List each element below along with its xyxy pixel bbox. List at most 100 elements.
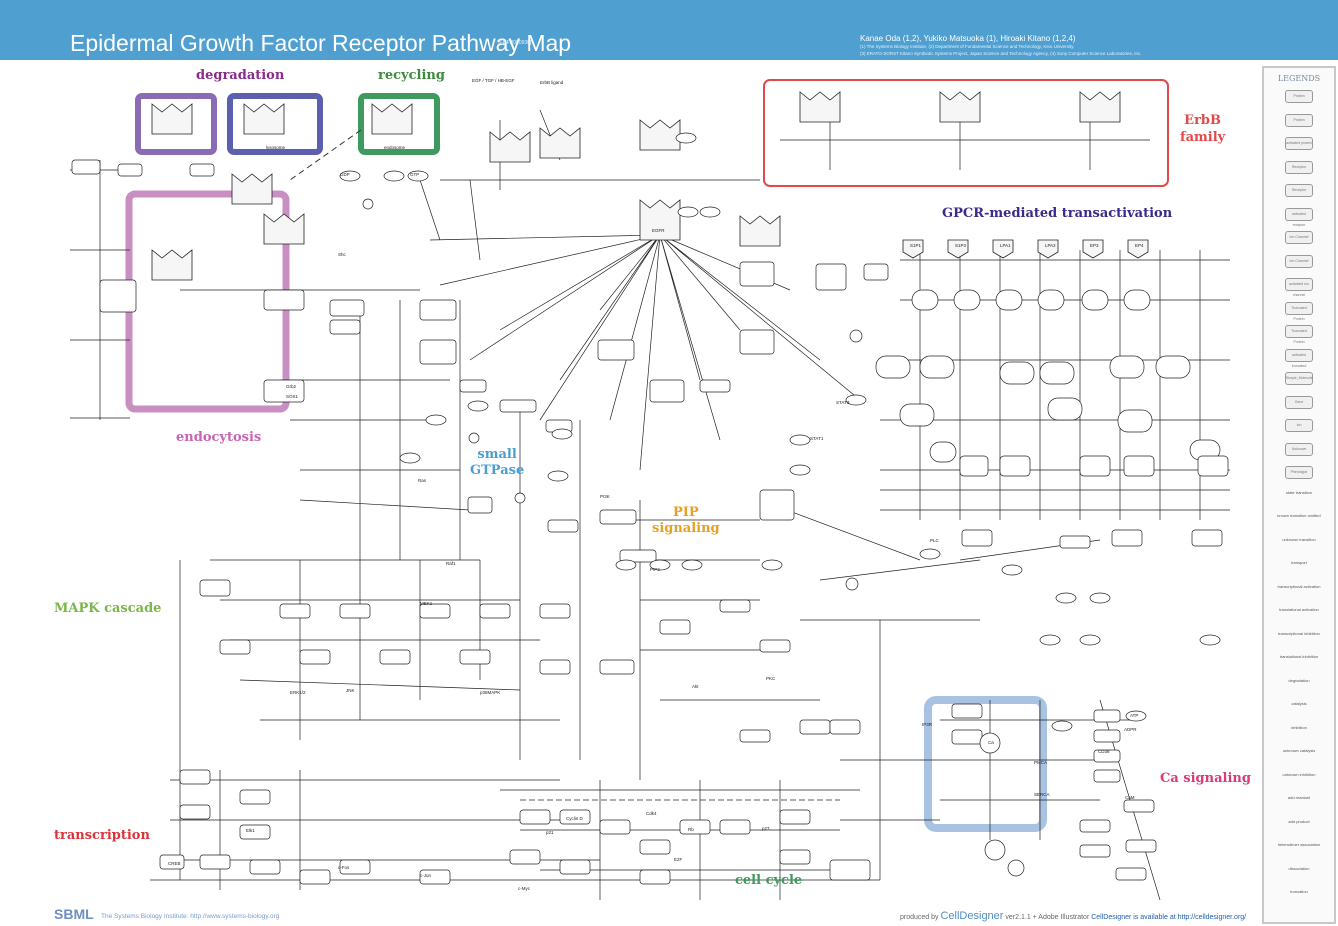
legend-symbol: Ion Channel <box>1285 231 1313 244</box>
sbml-logo: SBML <box>54 906 94 922</box>
legend-symbol: Protein <box>1285 113 1313 127</box>
legend-item: Simple_Molecule <box>1267 372 1331 385</box>
legend-symbol: activated truncated protein <box>1285 348 1313 379</box>
header-bar: Epidermal Growth Factor Receptor Pathway… <box>0 0 1338 60</box>
legend-item: Ion Channel <box>1267 254 1331 268</box>
legend-item: activated receptor <box>1267 207 1331 227</box>
degradation-box <box>135 93 217 155</box>
legend-symbol: Ion Channel <box>1285 254 1313 268</box>
erbb-family-box <box>763 79 1169 187</box>
map-code: [EGFR060930] <box>498 40 532 46</box>
legend-caption: catalysis <box>1291 701 1307 706</box>
legend-caption: translational activation <box>1279 607 1319 612</box>
legend-item: activated protein <box>1267 137 1331 150</box>
endocytosis-box <box>125 190 290 413</box>
erbb-family-line-1: ErbB <box>1184 113 1222 128</box>
small-gtpase-line-1: small <box>477 447 517 462</box>
legends-title: LEGENDS <box>1277 74 1321 83</box>
lysosome-box <box>227 93 323 155</box>
legend-caption: translational inhibition <box>1279 654 1319 659</box>
legend-item: unknown transition <box>1267 537 1331 542</box>
legend-symbol: Receptor <box>1285 184 1313 197</box>
degradation-label: degradation <box>196 68 285 83</box>
pip-signaling-label: PIP signaling <box>652 505 720 537</box>
legend-item: Phenotype <box>1267 466 1331 479</box>
legend-item: activated truncated protein <box>1267 348 1331 379</box>
legend-symbol: Phenotype <box>1285 466 1313 479</box>
affiliation-line-1: (1) The Systems Biology Institute, (2) D… <box>860 44 1075 49</box>
authors: Kanae Oda (1,2), Yukiko Matsuoka (1), Hi… <box>860 34 1076 43</box>
map-title: Epidermal Growth Factor Receptor Pathway… <box>70 30 572 56</box>
legend-caption: transport <box>1291 560 1307 565</box>
legend-item: Protein <box>1267 90 1331 103</box>
erbb-family-label: ErbB family <box>1180 112 1225 146</box>
legend-item: dissociation <box>1267 866 1331 871</box>
legend-item: transcriptional inhibition <box>1267 631 1331 636</box>
legend-item: heterodimer association <box>1267 842 1331 847</box>
legend-item: catalysis <box>1267 701 1331 706</box>
gpcr-transactivation-label: GPCR-mediated transactivation <box>942 206 1173 221</box>
legend-item: Receptor <box>1267 160 1331 174</box>
celldesigner-url[interactable]: http://celldesigner.org/ <box>1177 914 1247 921</box>
mapk-cascade-label: MAPK cascade <box>54 601 162 616</box>
transcription-label: transcription <box>54 828 150 843</box>
produced-by: produced by CellDesigner ver2.1.1 + Adob… <box>900 910 1246 922</box>
small-molecules <box>339 132 1221 877</box>
legend-item: Truncated Protein <box>1267 301 1331 321</box>
legend-item: unknown catalysis <box>1267 748 1331 753</box>
celldesigner-logo: CellDesigner <box>940 910 1004 922</box>
legend-symbol: Receptor <box>1285 160 1313 174</box>
version-text: ver2.1.1 + Adobe Illustrator <box>1005 914 1090 921</box>
protein-boxes <box>71 159 1223 885</box>
legend-caption: state transition <box>1285 489 1312 495</box>
legend-item: Protein <box>1267 113 1331 127</box>
legend-symbol: Truncated Protein <box>1285 325 1313 344</box>
legend-item: Truncated Protein <box>1267 325 1331 344</box>
legend-caption: known transition omitted <box>1277 513 1321 518</box>
legend-item: unknown inhibition <box>1267 772 1331 777</box>
legend-item: Unknown <box>1267 442 1331 456</box>
legend-item: translational inhibition <box>1267 654 1331 659</box>
legend-caption: transcriptional activation <box>1277 583 1321 589</box>
legend-symbol: Unknown <box>1285 442 1313 456</box>
legend-caption: transcriptional inhibition <box>1278 630 1320 636</box>
ca-signaling-label: Ca signaling <box>1160 771 1251 786</box>
legend-item: known transition omitted <box>1267 513 1331 518</box>
legend-caption: degradation <box>1288 677 1310 683</box>
legend-symbol: Simple_Molecule <box>1285 372 1313 385</box>
small-gtpase-label: small GTPase <box>470 447 524 479</box>
legend-item: Gene <box>1267 395 1331 409</box>
produced-by-text: produced by <box>900 914 939 921</box>
legend-item: translational activation <box>1267 607 1331 612</box>
receptor-shapes <box>151 91 1149 281</box>
legend-caption: unknown inhibition <box>1282 771 1316 777</box>
legend-symbol: Gene <box>1285 395 1313 409</box>
legend-symbol: activated receptor <box>1285 207 1313 227</box>
legend-caption: heterodimer association <box>1277 842 1321 847</box>
available-text: CellDesigner is available at <box>1091 914 1176 921</box>
ca-signaling-box <box>924 696 1047 832</box>
legend-item: transcriptional activation <box>1267 584 1331 589</box>
legend-item: Ion Channel <box>1267 231 1331 244</box>
legend-item: transport <box>1267 560 1331 565</box>
pip-signaling-line-2: signaling <box>652 521 720 536</box>
legend-symbol: activated ion channel <box>1285 278 1313 297</box>
sbi-link[interactable]: The Systems Biology Institute: http://ww… <box>101 913 280 920</box>
pip-signaling-line-1: PIP <box>673 505 699 520</box>
small-gtpase-line-2: GTPase <box>470 463 525 478</box>
legend-item: Ion <box>1267 419 1331 432</box>
legend-item: degradation <box>1267 678 1331 683</box>
legend-caption: dissociation <box>1288 865 1310 871</box>
legend-item: Receptor <box>1267 184 1331 197</box>
cell-cycle-label: cell cycle <box>735 873 803 888</box>
legend-item: add reactant <box>1267 795 1331 800</box>
legend-symbol: Protein <box>1285 90 1313 103</box>
legend-caption: truncation <box>1290 889 1308 894</box>
legend-caption: add product <box>1288 818 1310 824</box>
legend-item: inhibition <box>1267 725 1331 730</box>
pathway-diagram <box>70 79 1230 901</box>
legend-caption: inhibition <box>1291 724 1307 730</box>
legend-item: activated ion channel <box>1267 278 1331 297</box>
affiliation-line-2: (3) ERATO-SORST Kitano Symbiotic Systems… <box>860 51 1142 56</box>
